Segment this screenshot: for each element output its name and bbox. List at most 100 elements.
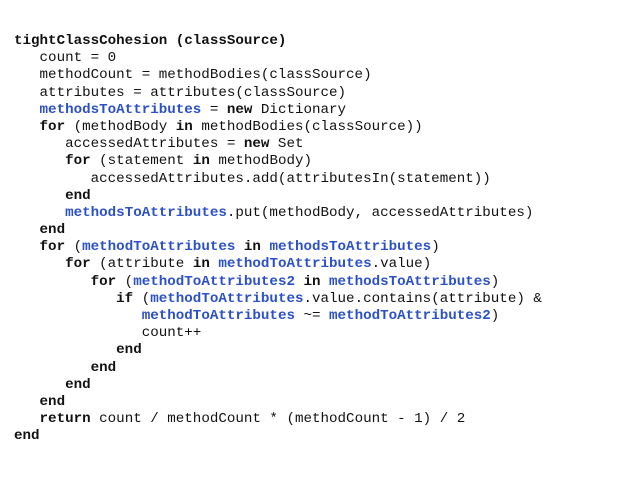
code-text: (attribute — [90, 256, 193, 273]
code-text — [14, 256, 65, 272]
code-text — [14, 188, 65, 204]
code-line: for (methodBody in methodBodies(classSou… — [14, 119, 542, 136]
code-keyword: end — [90, 359, 117, 376]
code-text: .value) — [371, 256, 432, 273]
code-line: tightClassCohesion (classSource) — [14, 33, 542, 50]
code-line: accessedAttributes.add(attributesIn(stat… — [14, 171, 542, 188]
code-line: attributes = attributes(classSource) — [14, 85, 542, 102]
code-text: ( — [116, 273, 134, 290]
code-keyword: in — [192, 153, 210, 170]
code-keyword: end — [14, 428, 40, 445]
code-line: end — [14, 394, 542, 411]
code-text: methodCount = methodBodies(classSource) — [14, 67, 372, 84]
code-keyword: for — [65, 256, 91, 273]
code-text: ( — [65, 239, 83, 256]
code-line: methodToAttributes ~= methodToAttributes… — [14, 308, 542, 325]
code-line: end — [14, 428, 542, 445]
code-line: for (methodToAttributes2 in methodsToAtt… — [14, 274, 542, 291]
code-text: (statement — [90, 153, 193, 170]
code-keyword: in — [303, 273, 321, 290]
code-text — [14, 153, 65, 169]
code-keyword: in — [175, 118, 193, 135]
code-text: count = 0 — [14, 50, 117, 67]
code-highlighted-identifier: methodsToAttributes — [65, 204, 227, 221]
code-text — [14, 360, 91, 376]
code-keyword: end — [65, 187, 91, 204]
code-text: ~= — [294, 308, 330, 324]
code-text — [14, 377, 65, 393]
code-text: Dictionary — [252, 101, 347, 118]
code-keyword: for — [65, 153, 91, 170]
code-line: accessedAttributes = new Set — [14, 136, 542, 153]
code-text — [14, 222, 40, 238]
code-text — [14, 308, 142, 324]
code-line: methodCount = methodBodies(classSource) — [14, 67, 542, 84]
code-highlighted-identifier: methodToAttributes2 — [329, 308, 491, 324]
code-line: end — [14, 222, 542, 239]
code-line: count = 0 — [14, 50, 542, 67]
code-line: methodsToAttributes = new Dictionary — [14, 102, 542, 119]
code-text — [14, 119, 40, 135]
code-line: return count / methodCount * (methodCoun… — [14, 411, 542, 428]
code-line: count++ — [14, 325, 542, 342]
code-text: ) — [431, 239, 440, 256]
code-keyword: new — [243, 136, 270, 153]
code-keyword: for — [39, 118, 66, 135]
code-keyword: end — [65, 376, 91, 393]
code-text — [14, 205, 65, 221]
code-highlighted-identifier: methodToAttributes — [218, 256, 372, 273]
code-line: for (attribute in methodToAttributes.val… — [14, 256, 542, 273]
code-keyword: if — [116, 290, 134, 307]
code-function-signature: tightClassCohesion (classSource) — [14, 33, 287, 49]
code-line: for (statement in methodBody) — [14, 153, 542, 170]
code-text — [14, 274, 91, 290]
code-text: methodBody) — [209, 153, 313, 170]
code-text: ( — [133, 290, 151, 307]
code-line: end — [14, 360, 542, 377]
code-text — [14, 394, 40, 410]
code-block: tightClassCohesion (classSource) count =… — [14, 33, 542, 446]
code-text: ) — [490, 308, 500, 324]
code-highlighted-identifier: methodsToAttributes — [329, 273, 491, 290]
code-text: methodBodies(classSource)) — [192, 118, 423, 135]
code-line: for (methodToAttributes in methodsToAttr… — [14, 239, 542, 256]
code-keyword: in — [243, 239, 261, 256]
code-text: accessedAttributes = — [14, 136, 244, 153]
code-text — [14, 102, 40, 118]
code-line: end — [14, 188, 542, 205]
code-text: .value.contains(attribute) & — [303, 290, 542, 307]
code-text: count++ — [14, 325, 202, 342]
code-keyword: for — [39, 239, 66, 256]
code-highlighted-identifier: methodToAttributes — [150, 290, 304, 307]
code-text: = — [201, 101, 227, 118]
code-line: end — [14, 377, 542, 394]
code-keyword: for — [90, 273, 117, 290]
code-text — [321, 274, 330, 290]
code-text: .put(methodBody, accessedAttributes) — [226, 204, 534, 221]
code-line: end — [14, 342, 542, 359]
code-keyword: end — [116, 342, 142, 359]
code-text — [14, 342, 116, 358]
code-line: if (methodToAttributes.value.contains(at… — [14, 291, 542, 308]
code-text — [235, 239, 244, 255]
code-text — [14, 411, 40, 427]
code-keyword: in — [192, 256, 210, 273]
code-keyword: end — [39, 393, 66, 410]
code-keyword: end — [39, 222, 66, 239]
code-text: Set — [269, 136, 304, 153]
code-highlighted-identifier: methodToAttributes — [82, 239, 236, 256]
code-text — [14, 291, 116, 307]
code-highlighted-identifier: methodToAttributes — [141, 308, 295, 324]
code-highlighted-identifier: methodsToAttributes — [39, 101, 202, 118]
code-text: accessedAttributes.add(attributesIn(stat… — [14, 170, 491, 187]
code-keyword: return — [39, 411, 91, 428]
code-text — [14, 239, 40, 255]
code-text: count / methodCount * (methodCount - 1) … — [90, 411, 466, 428]
code-highlighted-identifier: methodsToAttributes — [269, 239, 432, 256]
code-line: methodsToAttributes.put(methodBody, acce… — [14, 205, 542, 222]
code-text: (methodBody — [65, 118, 176, 135]
code-highlighted-identifier: methodToAttributes2 — [133, 273, 295, 290]
code-text: attributes = attributes(classSource) — [14, 84, 347, 101]
code-text: ) — [490, 273, 500, 290]
code-keyword: new — [226, 101, 253, 118]
